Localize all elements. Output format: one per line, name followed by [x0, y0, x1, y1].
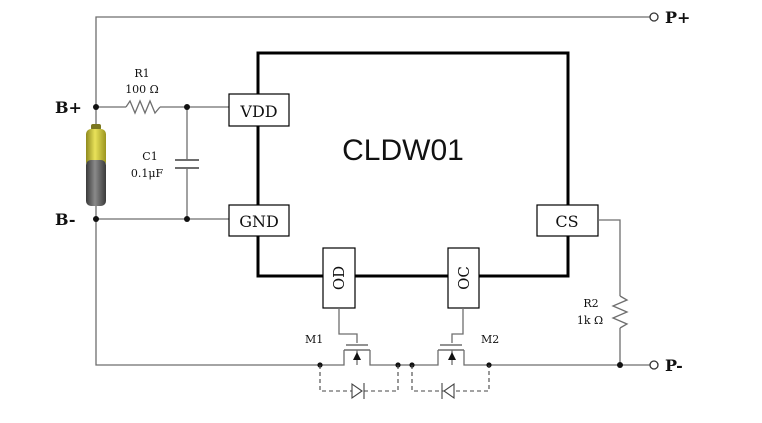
terminal-bminus-label: B-	[55, 210, 75, 229]
r1-ref: R1	[134, 67, 149, 80]
pin-vdd-label: VDD	[239, 102, 277, 121]
wire-bminus	[95, 205, 320, 366]
mosfet-m1	[320, 344, 398, 366]
m1-ref: M1	[305, 333, 323, 346]
battery-cell	[86, 124, 106, 206]
body-diode-m1	[319, 365, 399, 400]
junction-c1-bottom	[184, 216, 190, 222]
pin-cs-label: CS	[555, 212, 578, 231]
junction-bplus	[93, 104, 99, 110]
terminal-bplus-label: B+	[55, 98, 82, 117]
terminal-pminus-label: P-	[665, 356, 683, 375]
r2-resistor	[611, 295, 629, 329]
c1-value: 0.1μF	[131, 167, 164, 180]
junction-bminus	[93, 216, 99, 222]
pin-cs-box	[536, 204, 599, 237]
mosfet-m2	[412, 344, 650, 366]
c1-ref: C1	[142, 150, 157, 163]
wire-top-rail	[95, 16, 650, 107]
junction-c1-top	[184, 104, 190, 110]
pin-gnd-box	[228, 204, 290, 237]
junction-r2	[617, 362, 623, 368]
r2-ref: R2	[583, 297, 598, 310]
chip-body	[256, 51, 570, 278]
wire-oc-m2	[451, 308, 464, 343]
terminal-pplus	[649, 12, 659, 22]
r1-value: 100 Ω	[125, 83, 159, 96]
wire-cs-r2	[598, 219, 621, 296]
terminal-pplus-label: P+	[665, 8, 690, 27]
pin-gnd-label: GND	[239, 212, 279, 231]
chip-name: CLDW01	[342, 134, 464, 167]
pin-vdd-box	[228, 93, 290, 127]
pin-od-box	[322, 247, 356, 309]
pin-oc-box	[447, 247, 480, 309]
pin-od-label: OD	[330, 266, 348, 290]
terminal-pminus	[649, 360, 659, 370]
pin-oc-label: OC	[455, 266, 473, 290]
wire-od-m1	[338, 308, 358, 343]
r2-value: 1k Ω	[577, 314, 603, 327]
body-diode-m2	[411, 365, 490, 400]
r1-resistor	[125, 99, 161, 115]
m2-ref: M2	[481, 333, 499, 346]
